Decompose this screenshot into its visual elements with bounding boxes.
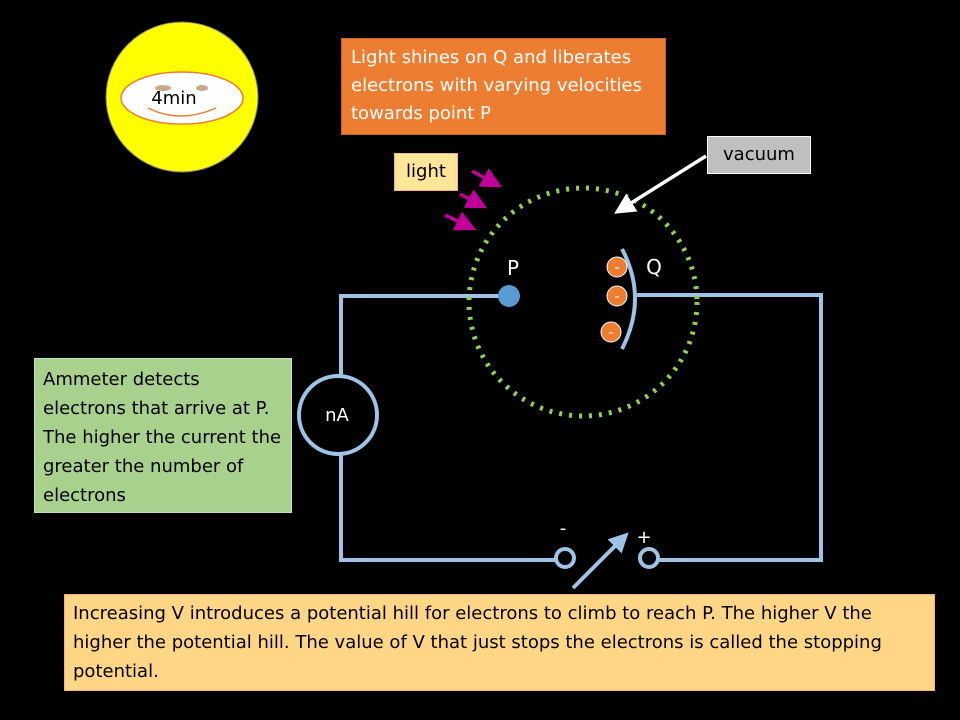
electrode-q — [620, 248, 637, 350]
ammeter-label: nA — [325, 405, 349, 426]
potential-note-text: Increasing V introduces a potential hill… — [73, 603, 882, 682]
vacuum-pointer-arrow-icon — [614, 154, 707, 214]
light-arrows — [444, 168, 503, 231]
light-shines-text: Light shines on Q and liberates electron… — [351, 47, 642, 124]
electron-sign: - — [614, 289, 619, 305]
electron-2: - — [606, 285, 628, 307]
light-shines-callout: Light shines on Q and liberates electron… — [341, 38, 666, 135]
minus-sign: - — [560, 518, 567, 539]
vacuum-tube-boundary — [466, 185, 700, 419]
eye-right-icon — [196, 85, 208, 91]
light-arrow-icon — [459, 189, 488, 209]
electron-1: - — [606, 256, 628, 278]
point-p-electrode — [498, 285, 520, 307]
terminal-positive — [638, 547, 660, 569]
variable-voltage-arrow-icon — [571, 532, 629, 590]
vacuum-label: vacuum — [723, 144, 795, 165]
circuit-wires — [339, 293, 823, 562]
light-arrow-icon — [444, 211, 477, 231]
ammeter-callout: Ammeter detects electrons that arrive at… — [34, 358, 292, 513]
ammeter — [297, 374, 379, 456]
timer-face-icon — [105, 21, 259, 173]
timer-label: 4min — [151, 88, 196, 109]
ammeter-note-text: Ammeter detects electrons that arrive at… — [43, 369, 282, 506]
vacuum-label-box: vacuum — [707, 136, 811, 174]
label-q: Q — [646, 255, 662, 279]
electron-sign: - — [608, 325, 613, 341]
light-arrow-icon — [471, 168, 503, 188]
eye-left-icon — [155, 85, 171, 91]
light-label-box: light — [394, 153, 458, 191]
stopping-potential-callout: Increasing V introduces a potential hill… — [64, 594, 935, 691]
label-p: P — [507, 256, 519, 280]
electron-sign: - — [614, 260, 619, 276]
electron-3: - — [600, 321, 622, 343]
light-label: light — [406, 161, 446, 182]
plus-sign: + — [636, 527, 651, 548]
terminal-negative — [554, 547, 576, 569]
